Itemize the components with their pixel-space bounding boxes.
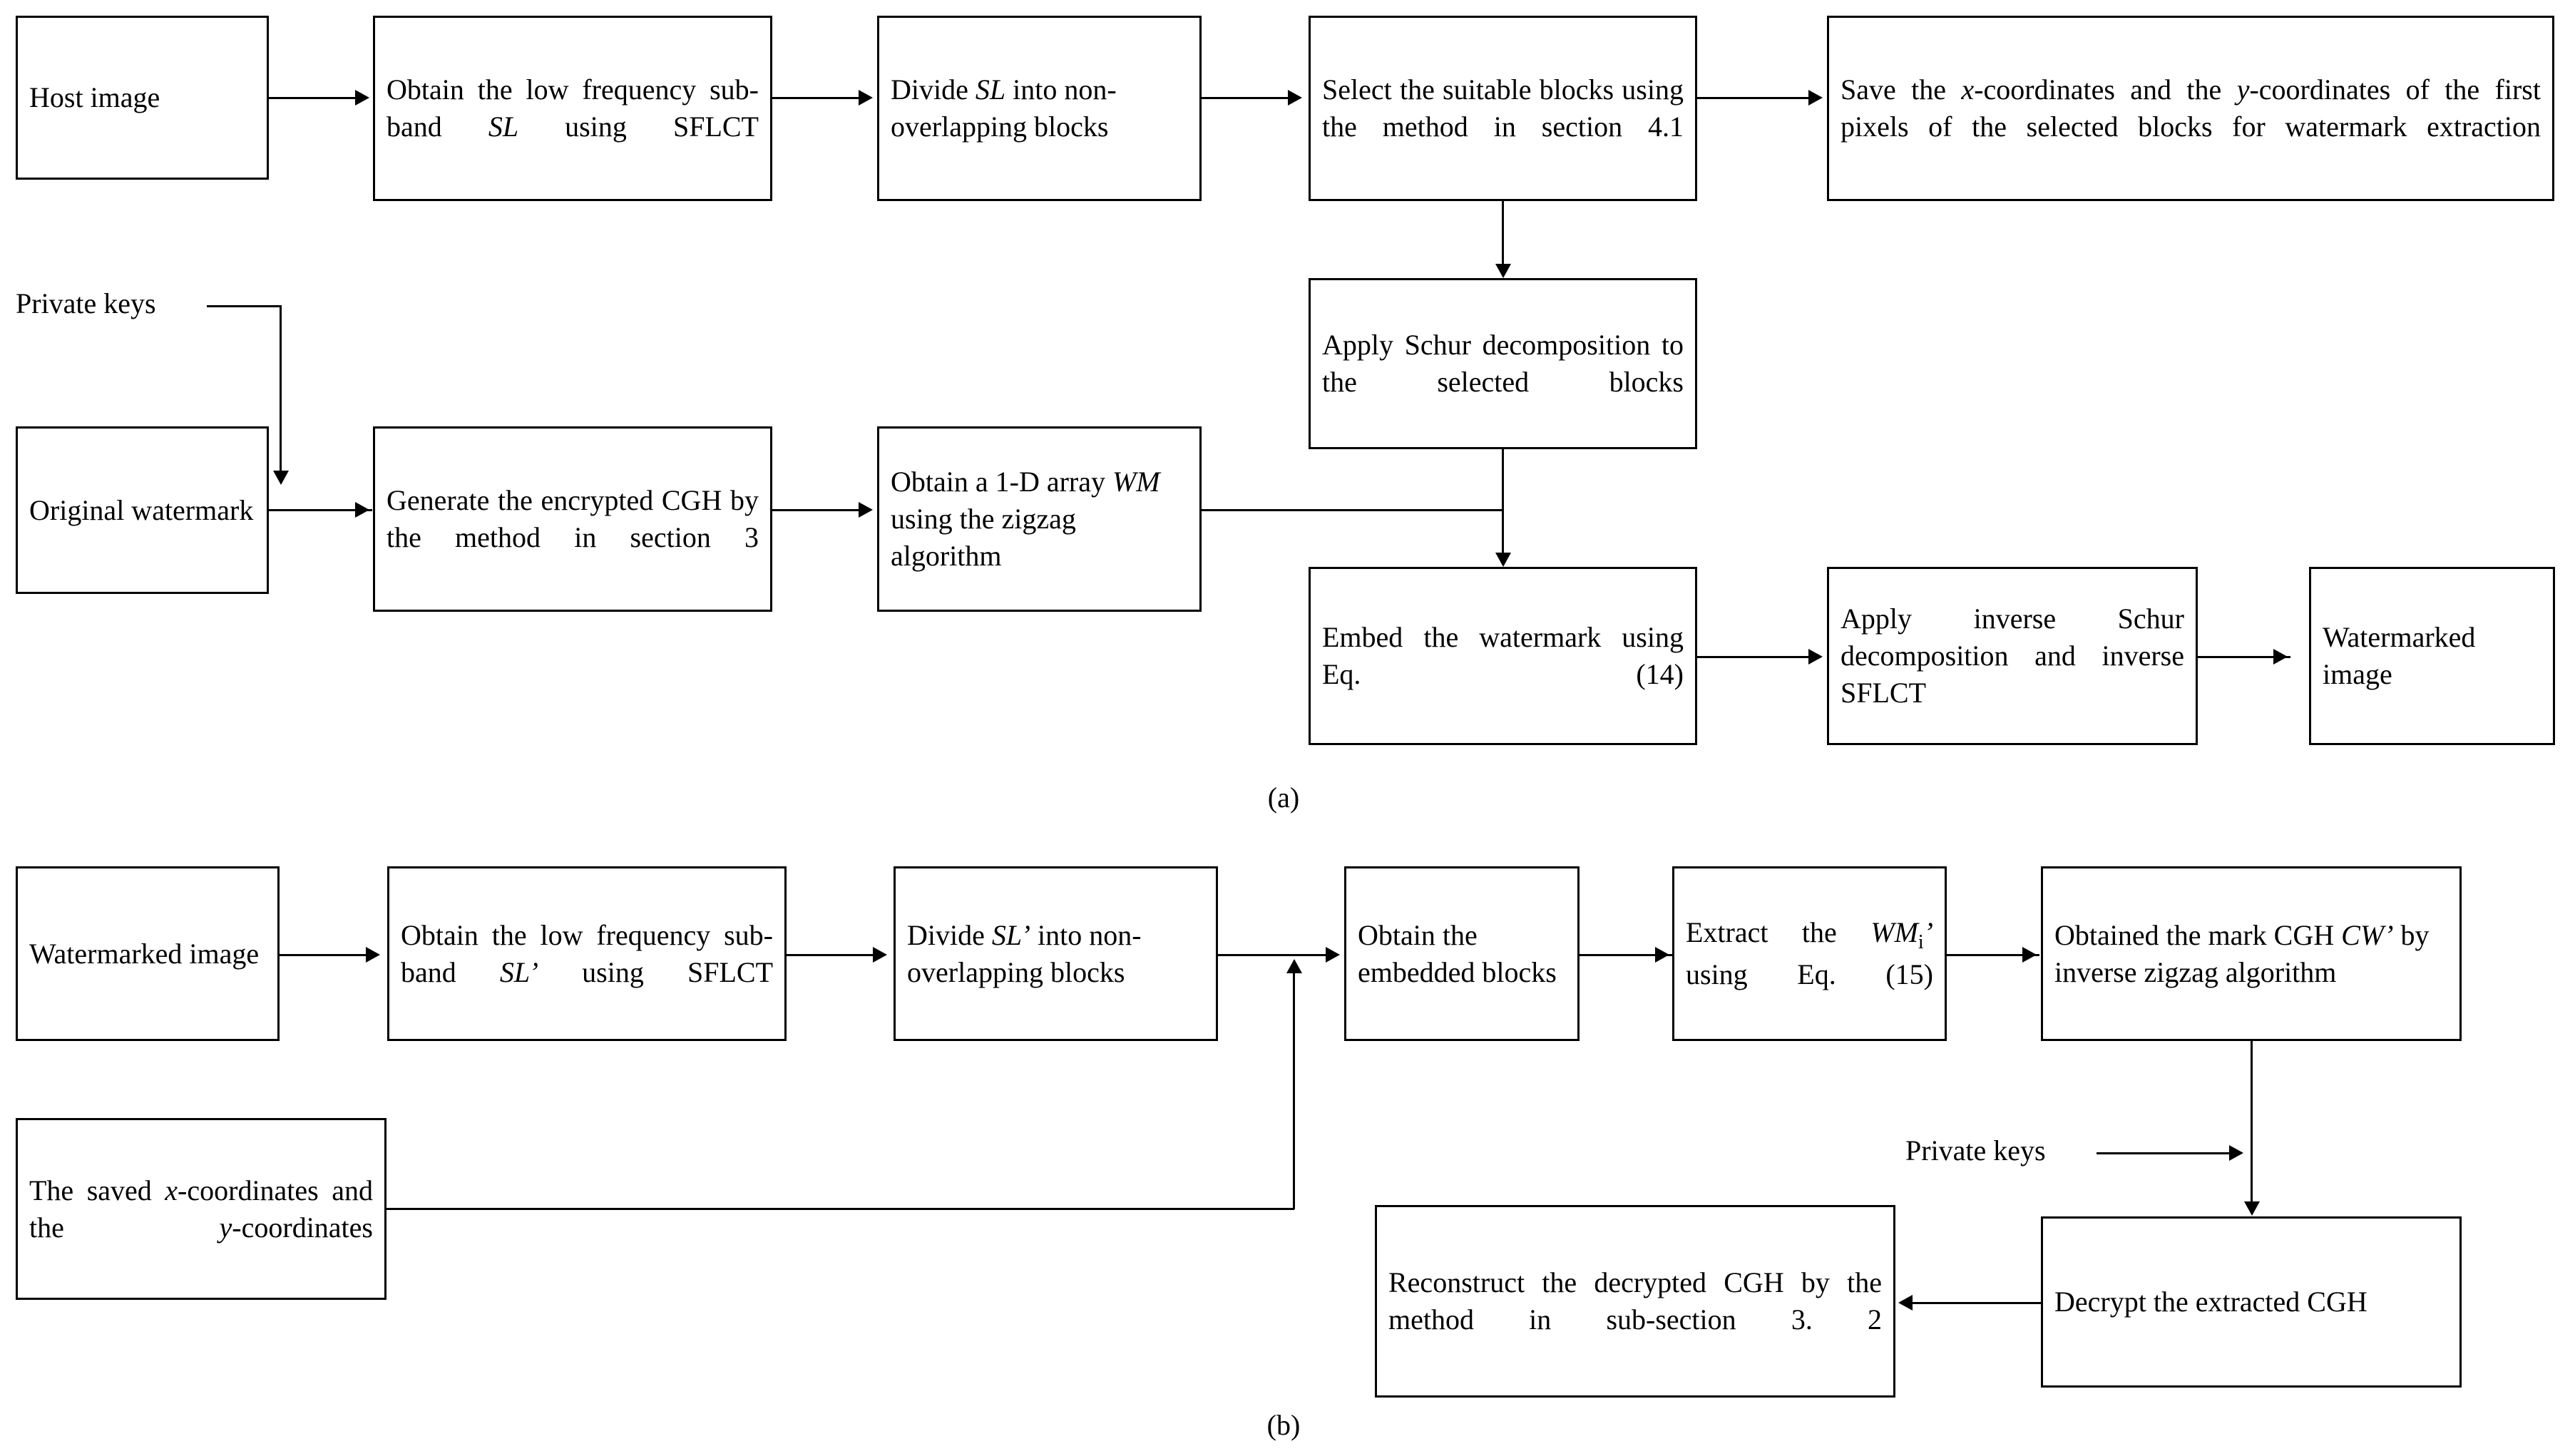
box-reconstruct-cgh-label: Reconstruct the decrypted CGH by the met…: [1388, 1266, 1889, 1335]
box-extract-wm-label: Extract the WMi’ using Eq. (15): [1686, 916, 1940, 990]
box-schur: Apply Schur decomposition to the selecte…: [1309, 278, 1697, 449]
connector-savedcoords-h: [386, 1208, 1294, 1210]
connector-embedded-to-extract: [1580, 954, 1672, 956]
box-embed-watermark: Embed the watermark using Eq. (14): [1309, 567, 1697, 745]
connector-obtainedmark-to-decrypt: [2251, 1041, 2253, 1209]
box-extract-wm: Extract the WMi’ using Eq. (15): [1672, 866, 1947, 1041]
connector-divide-to-select: [1202, 97, 1291, 99]
connector-decrypt-to-reconstruct: [1913, 1302, 2041, 1304]
arrowhead-select-to-schur: [1495, 264, 1511, 278]
box-inverse-schur-label: Apply inverse Schur decomposition and in…: [1841, 603, 2191, 709]
connector-privatekeys-h-a: [207, 305, 282, 307]
box-schur-label: Apply Schur decomposition to the selecte…: [1322, 329, 1691, 398]
box-decrypt-cgh: Decrypt the extracted CGH: [2041, 1216, 2462, 1388]
box-original-watermark-label: Original watermark: [29, 493, 254, 526]
box-obtain-embedded-blocks: Obtain the embedded blocks: [1344, 866, 1580, 1041]
box-obtain-sl-label: Obtain the low frequency sub-band SL usi…: [386, 73, 759, 143]
connector-inverseschur-to-watermarked: [2198, 656, 2290, 658]
connector-host-to-obtain: [269, 97, 358, 99]
box-save-coords-label: Save the x-coordinates and the y-coordin…: [1841, 73, 2548, 143]
box-obtained-mark-cgh-label: Obtained the mark CGH CW’ by inverse zig…: [2054, 918, 2437, 988]
arrowhead-obtainedmark-to-decrypt: [2244, 1201, 2260, 1216]
box-saved-coords-label: The saved x-coordinates and the y-coordi…: [29, 1174, 381, 1244]
arrowhead-watermarkedb-to-obtain: [366, 947, 380, 963]
connector-embed-to-inverseschur: [1697, 656, 1811, 658]
box-obtain-sl: Obtain the low frequency sub-band SL usi…: [373, 16, 772, 201]
arrowhead-decrypt-to-reconstruct: [1898, 1295, 1913, 1311]
connector-obtain1d-to-embed: [1202, 509, 1503, 511]
box-divide-sl-prime-label: Divide SL’ into non-overlapping blocks: [907, 918, 1142, 988]
box-embed-watermark-label: Embed the watermark using Eq. (14): [1322, 621, 1691, 690]
arrowhead-privatekeys-a: [273, 471, 289, 485]
arrowhead-inverseschur-to-watermarked: [2273, 649, 2288, 665]
box-select-blocks-label: Select the suitable blocks using the met…: [1322, 73, 1691, 143]
connector-generate-to-obtain1d: [772, 509, 861, 511]
arrowhead-divide-to-select: [1288, 90, 1302, 106]
box-original-watermark: Original watermark: [16, 426, 269, 594]
connector-privatekeys-h-b: [2097, 1152, 2232, 1154]
box-decrypt-cgh-label: Decrypt the extracted CGH: [2054, 1286, 2367, 1318]
box-watermarked-image-a-label: Watermarked image: [2323, 621, 2483, 690]
connector-watermark-to-generate: [269, 509, 372, 511]
box-obtain-1d-array-label: Obtain a 1-D array WM using the zigzag a…: [891, 466, 1167, 572]
box-divide-sl: Divide SL into non-overlapping blocks: [877, 16, 1202, 201]
arrowhead-savedcoords: [1286, 959, 1302, 973]
box-divide-sl-label: Divide SL into non-overlapping blocks: [891, 73, 1117, 143]
box-obtain-sl-prime-label: Obtain the low frequency sub-band SL’ us…: [401, 918, 773, 988]
arrowhead-generate-to-obtain1d: [859, 502, 873, 518]
connector-obtainb-to-divideb: [787, 954, 876, 956]
box-divide-sl-prime: Divide SL’ into non-overlapping blocks: [894, 866, 1218, 1041]
box-host-image: Host image: [16, 16, 269, 180]
arrowhead-extract-to-obtainedmark: [2022, 947, 2037, 963]
arrowhead-embed-to-inverseschur: [1808, 649, 1823, 665]
box-inverse-schur: Apply inverse Schur decomposition and in…: [1827, 567, 2198, 745]
connector-select-to-save: [1697, 97, 1811, 99]
box-select-blocks: Select the suitable blocks using the met…: [1309, 16, 1697, 201]
arrowhead-embedded-to-extract: [1655, 947, 1669, 963]
box-watermarked-image-a: Watermarked image: [2309, 567, 2555, 745]
arrowhead-divideb-to-embedded: [1326, 947, 1340, 963]
arrowhead-obtain-to-divide: [859, 90, 873, 106]
connector-divideb-to-embedded: [1218, 954, 1329, 956]
box-obtained-mark-cgh: Obtained the mark CGH CW’ by inverse zig…: [2041, 866, 2462, 1041]
connector-extract-to-obtainedmark: [1947, 954, 2039, 956]
box-watermarked-image-b: Watermarked image: [16, 866, 280, 1041]
connector-schur-to-embed: [1502, 449, 1504, 563]
box-host-image-label: Host image: [29, 81, 160, 113]
caption-a: (a): [1267, 781, 1300, 814]
connector-watermarkedb-to-obtain: [280, 954, 369, 956]
box-generate-cgh-label: Generate the encrypted CGH by the method…: [386, 484, 766, 553]
box-obtain-embedded-blocks-label: Obtain the embedded blocks: [1358, 918, 1557, 988]
box-watermarked-image-b-label: Watermarked image: [29, 937, 260, 970]
box-save-coords: Save the x-coordinates and the y-coordin…: [1827, 16, 2554, 201]
label-private-keys-b: Private keys: [1905, 1134, 2046, 1167]
connector-privatekeys-v-a: [280, 305, 282, 480]
box-reconstruct-cgh: Reconstruct the decrypted CGH by the met…: [1375, 1205, 1895, 1398]
box-generate-cgh: Generate the encrypted CGH by the method…: [373, 426, 772, 612]
connector-obtain-to-divide: [772, 97, 861, 99]
connector-savedcoords-v: [1293, 970, 1295, 1209]
arrowhead-privatekeys-b: [2229, 1145, 2243, 1161]
arrowhead-schur-to-embed: [1495, 553, 1511, 567]
caption-b: (b): [1266, 1409, 1301, 1441]
connector-select-to-schur: [1502, 201, 1504, 272]
arrowhead-select-to-save: [1808, 90, 1823, 106]
box-obtain-1d-array: Obtain a 1-D array WM using the zigzag a…: [877, 426, 1202, 612]
label-private-keys-a: Private keys: [16, 287, 156, 319]
arrowhead-obtainb-to-divideb: [873, 947, 887, 963]
arrowhead-host-to-obtain: [355, 90, 369, 106]
arrowhead-watermark-to-generate: [355, 502, 369, 518]
box-saved-coords: The saved x-coordinates and the y-coordi…: [16, 1118, 386, 1300]
box-obtain-sl-prime: Obtain the low frequency sub-band SL’ us…: [387, 866, 787, 1041]
